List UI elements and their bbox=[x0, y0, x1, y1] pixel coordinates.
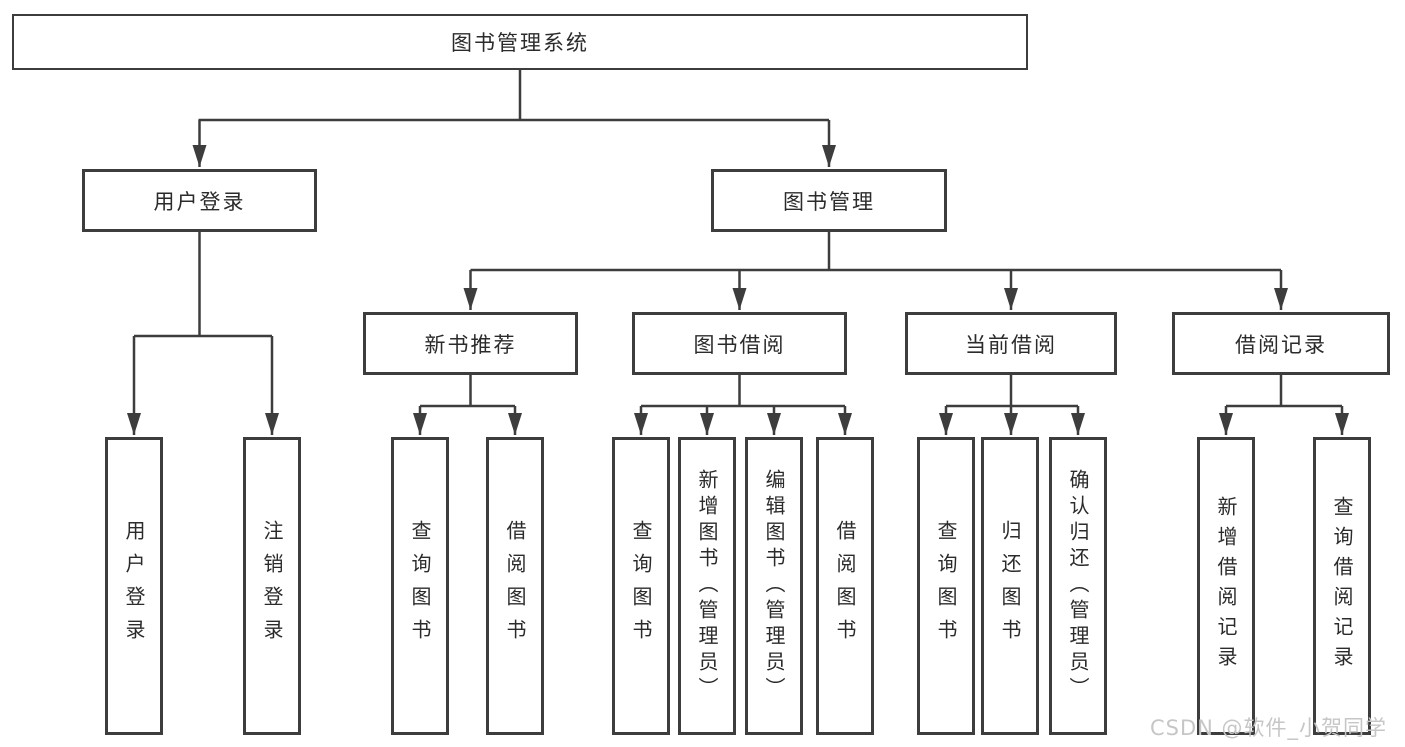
leaf-add-book-admin: 新增图书（管理员） bbox=[678, 437, 736, 735]
node-user-login: 用户登录 bbox=[82, 169, 317, 232]
leaf-return-book: 归还图书 bbox=[981, 437, 1039, 735]
node-book-management-system: 图书管理系统 bbox=[12, 14, 1028, 70]
leaf-query-books-borrow: 查询图书 bbox=[612, 437, 670, 735]
node-book-management: 图书管理 bbox=[711, 169, 947, 232]
leaf-user-login: 用户登录 bbox=[105, 437, 163, 735]
node-book-borrow: 图书借阅 bbox=[632, 312, 847, 375]
node-current-borrow: 当前借阅 bbox=[905, 312, 1117, 375]
leaf-query-borrow-record: 查询借阅记录 bbox=[1313, 437, 1371, 735]
csdn-watermark: CSDN @软件_小贺同学 bbox=[1150, 716, 1388, 740]
leaf-logout: 注销登录 bbox=[243, 437, 301, 735]
node-borrow-records: 借阅记录 bbox=[1172, 312, 1390, 375]
leaf-borrow-books: 借阅图书 bbox=[816, 437, 874, 735]
leaf-query-books-recommend: 查询图书 bbox=[391, 437, 449, 735]
leaf-query-books-current: 查询图书 bbox=[917, 437, 975, 735]
leaf-confirm-return-admin: 确认归还（管理员） bbox=[1049, 437, 1107, 735]
leaf-borrow-books-recommend: 借阅图书 bbox=[486, 437, 544, 735]
node-new-book-recommend: 新书推荐 bbox=[363, 312, 578, 375]
leaf-add-borrow-record: 新增借阅记录 bbox=[1197, 437, 1255, 735]
leaf-edit-book-admin: 编辑图书（管理员） bbox=[745, 437, 803, 735]
